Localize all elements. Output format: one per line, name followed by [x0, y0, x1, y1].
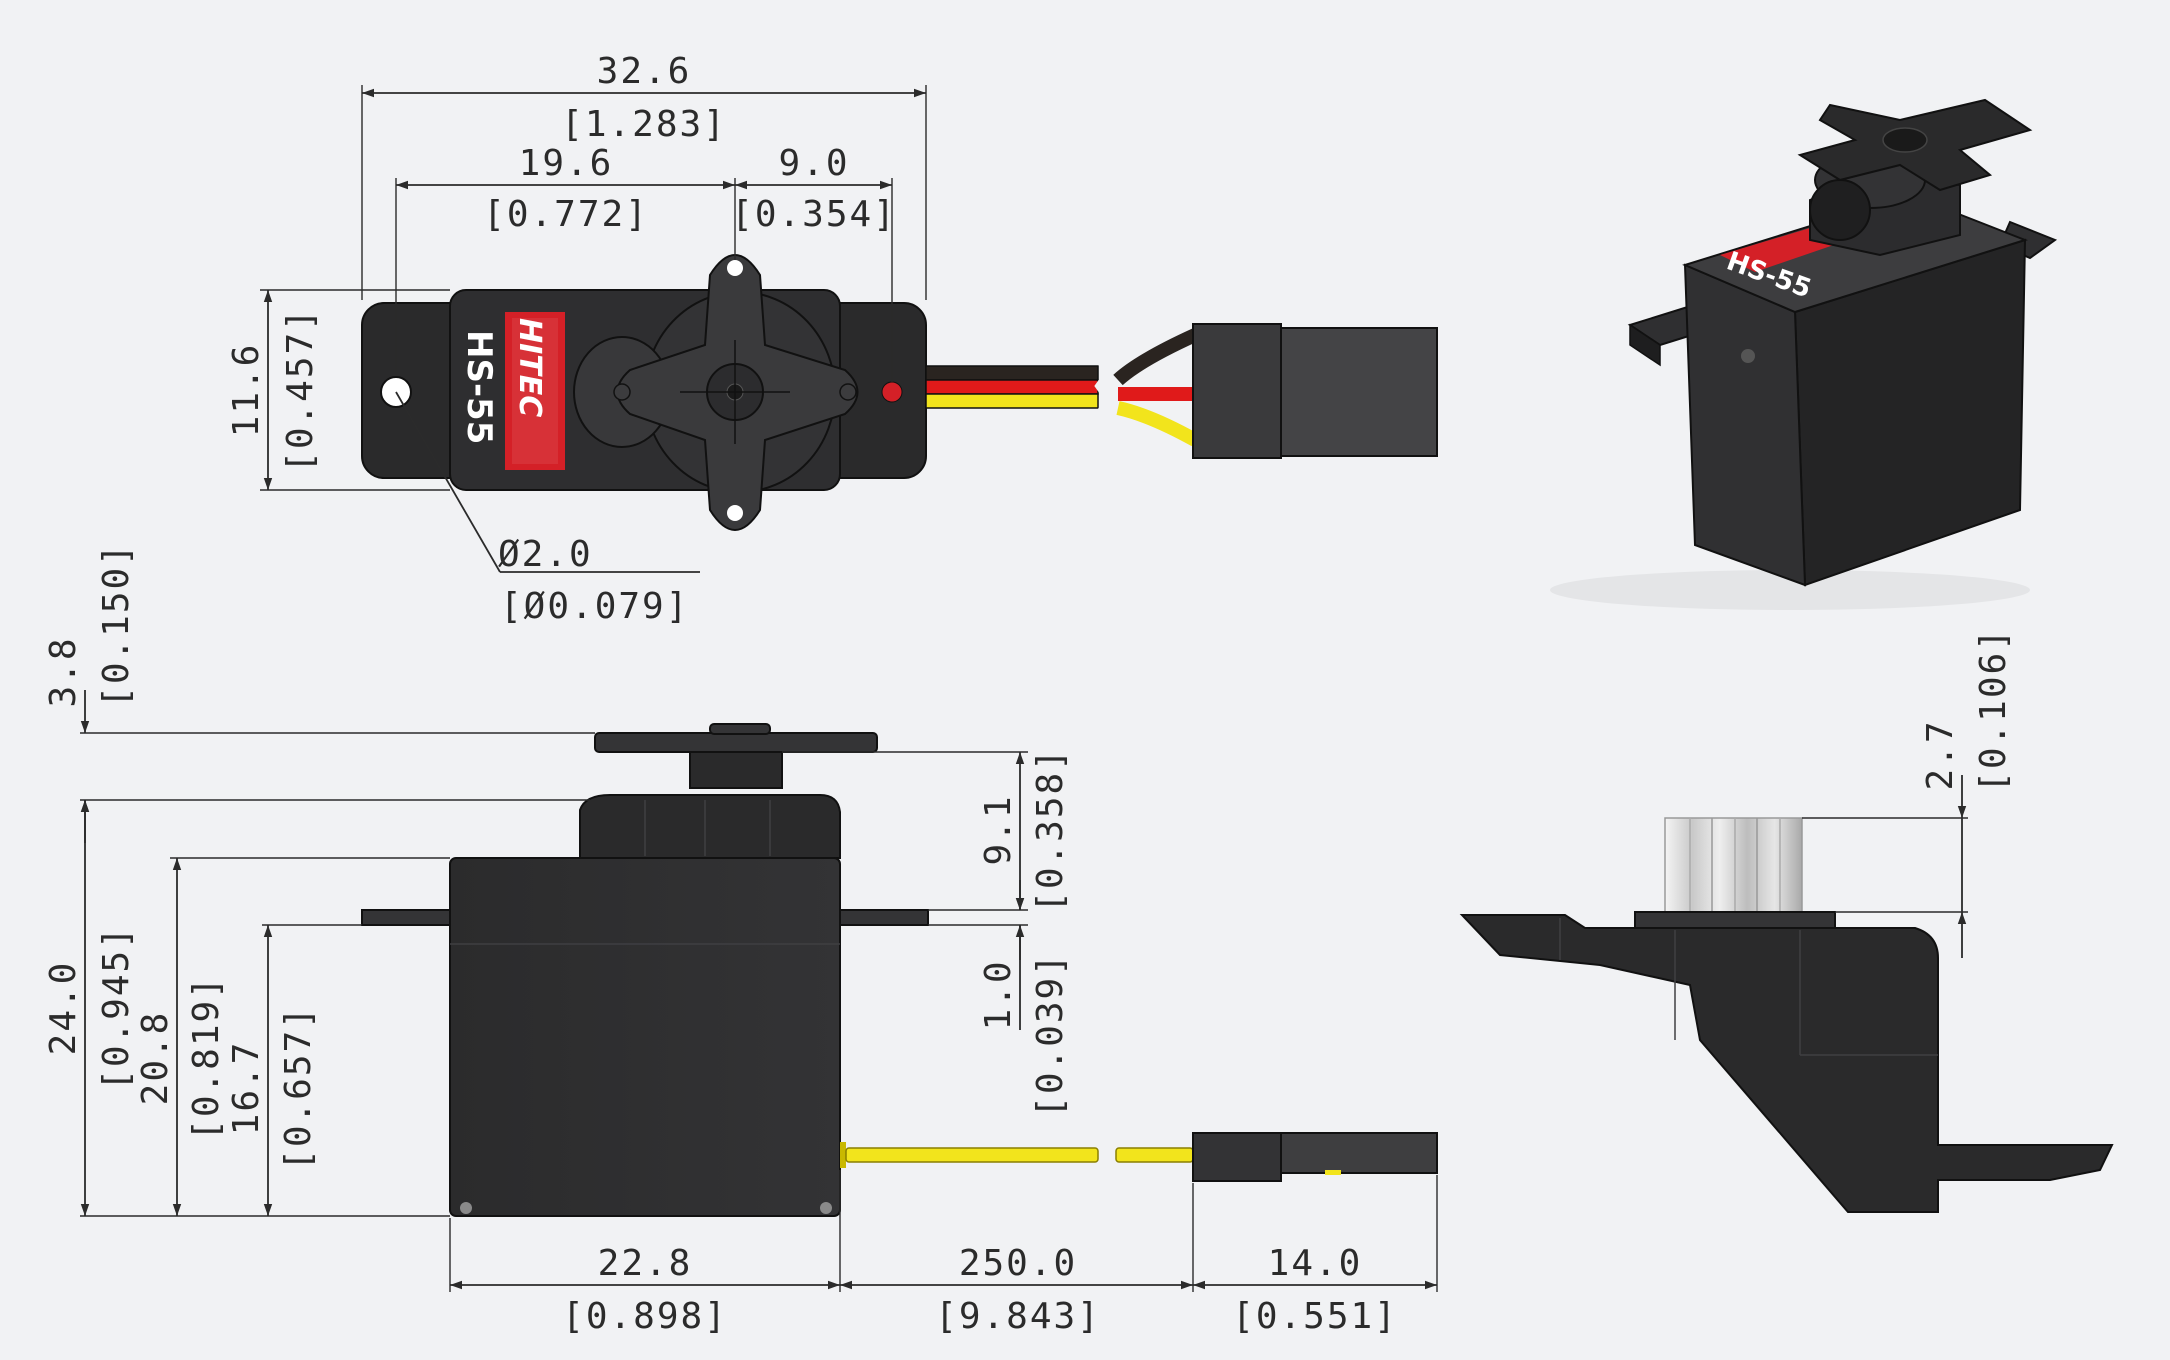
- svg-text:1.0: 1.0: [978, 959, 1019, 1030]
- svg-text:[0.551]: [0.551]: [1232, 1296, 1398, 1337]
- svg-text:3.8: 3.8: [43, 636, 84, 707]
- svg-text:[0.898]: [0.898]: [562, 1296, 728, 1337]
- connector-side: [1192, 1132, 1438, 1182]
- front-view: 3.8 [0.150] 24.0 [0.945] 20.8 [0.819] 16…: [43, 542, 1438, 1337]
- dim-spline-height: 2.7 [0.106]: [1802, 627, 2014, 958]
- output-spline: [1664, 817, 1803, 916]
- connector-top: [1192, 323, 1438, 459]
- dim-hole-to-shaft: 19.6 [0.772] 9.0 [0.354]: [395, 143, 897, 382]
- svg-text:250.0: 250.0: [959, 1243, 1077, 1284]
- svg-text:[0.772]: [0.772]: [483, 194, 649, 235]
- mount-tab-left: [361, 909, 453, 926]
- svg-text:24.0: 24.0: [43, 961, 84, 1056]
- svg-text:Ø2.0: Ø2.0: [498, 534, 593, 575]
- svg-text:22.8: 22.8: [598, 1243, 693, 1284]
- model-text: HS-55: [459, 330, 499, 444]
- dim-tab-height: 16.7 [0.657]: [226, 924, 362, 1216]
- svg-text:9.1: 9.1: [978, 794, 1019, 865]
- svg-text:[0.354]: [0.354]: [731, 194, 897, 235]
- svg-text:[0.358]: [0.358]: [1030, 747, 1071, 913]
- dim-cable-length: 250.0 [9.843]: [840, 1183, 1194, 1337]
- dim-body-length: 22.8 [0.898]: [449, 1170, 841, 1337]
- svg-text:[9.843]: [9.843]: [935, 1296, 1101, 1337]
- dim-body-width: 11.6 [0.457]: [226, 289, 450, 491]
- svg-text:20.8: 20.8: [135, 1011, 176, 1106]
- dim-total-height: 24.0 [0.945]: [43, 800, 450, 1217]
- svg-text:16.7: 16.7: [226, 1041, 267, 1136]
- svg-text:[0.945]: [0.945]: [96, 925, 137, 1091]
- svg-text:19.6: 19.6: [519, 143, 614, 184]
- mount-tab-right: [837, 909, 929, 926]
- dim-hole-diameter: Ø2.0 [Ø0.079]: [395, 391, 700, 627]
- dim-top-to-tab: 9.1 [0.358]: [782, 747, 1071, 926]
- svg-text:9.0: 9.0: [778, 143, 849, 184]
- svg-text:[0.039]: [0.039]: [1030, 952, 1071, 1118]
- svg-text:11.6: 11.6: [226, 343, 267, 438]
- dim-connector-length: 14.0 [0.551]: [1193, 1175, 1438, 1337]
- top-view: HITEC HS-55 32.6 [1.283]: [226, 51, 1438, 627]
- svg-text:2.7: 2.7: [1920, 719, 1961, 790]
- hitec-label: HITEC HS-55: [459, 312, 565, 470]
- dim-tab-thickness: 1.0 [0.039]: [978, 880, 1071, 1118]
- side-view: 2.7 [0.106]: [1459, 627, 2114, 1213]
- svg-text:[0.819]: [0.819]: [186, 975, 227, 1141]
- svg-text:[Ø0.079]: [Ø0.079]: [500, 586, 689, 627]
- horn-side: [594, 732, 878, 753]
- dim-case-height: 20.8 [0.819]: [135, 857, 450, 1216]
- brand-logo-text: HITEC: [512, 318, 547, 417]
- svg-text:32.6: 32.6: [597, 51, 692, 92]
- svg-text:14.0: 14.0: [1268, 1243, 1363, 1284]
- dim-overall-length: 32.6 [1.283]: [361, 51, 927, 300]
- svg-text:[0.150]: [0.150]: [96, 542, 137, 708]
- svg-text:[1.283]: [1.283]: [561, 104, 727, 145]
- svg-text:[0.457]: [0.457]: [280, 307, 321, 473]
- svg-text:[0.106]: [0.106]: [1973, 627, 2014, 793]
- isometric-view: HS-55: [1550, 98, 2058, 610]
- servo-case-side: [449, 857, 841, 1217]
- servo-cable-side: [845, 1147, 1099, 1163]
- servo-cable-top: [925, 328, 1199, 447]
- svg-text:[0.657]: [0.657]: [278, 1005, 319, 1171]
